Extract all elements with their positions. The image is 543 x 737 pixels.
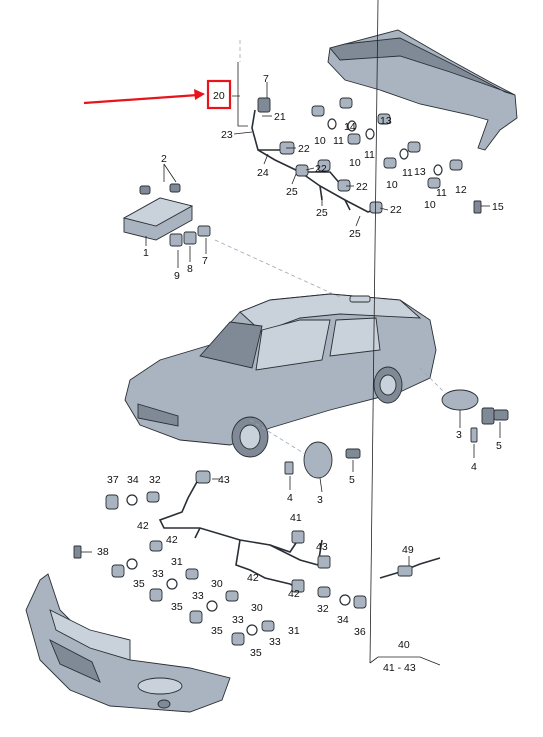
callout-25-2: 25: [316, 207, 328, 219]
callout-3-front: 3: [317, 494, 323, 506]
callout-22-3: 22: [356, 181, 368, 193]
callout-2: 2: [161, 153, 167, 165]
callout-33-3: 33: [232, 614, 244, 626]
callout-14: 14: [344, 121, 356, 133]
callout-24: 24: [257, 167, 269, 179]
callout-10-2: 10: [349, 157, 361, 169]
callout-33-2: 33: [192, 590, 204, 602]
callout-4-rear: 4: [471, 461, 477, 473]
callout-42-3: 42: [247, 572, 259, 584]
callout-labels: 20 7 21 23 22 24 22 25 22 25 22 25 10 11…: [97, 73, 504, 674]
callout-25-1: 25: [286, 186, 298, 198]
callout-35-4: 35: [250, 647, 262, 659]
callout-22-4: 22: [390, 204, 402, 216]
callout-12: 12: [455, 184, 467, 196]
callout-4-front: 4: [287, 492, 293, 504]
callout-35-3: 35: [211, 625, 223, 637]
callout-34-1: 34: [127, 474, 139, 486]
callout-30-1: 30: [211, 578, 223, 590]
callout-43-2: 43: [316, 541, 328, 553]
callout-42-2: 42: [166, 534, 178, 546]
callout-33-4: 33: [269, 636, 281, 648]
front-bumper: [25, 573, 231, 713]
front-sensors: [73, 491, 441, 646]
callout-11-3: 11: [402, 167, 413, 179]
callout-40-range: 41 - 43: [383, 662, 416, 674]
callout-31-2: 31: [288, 625, 300, 637]
callout-13-2: 13: [414, 166, 426, 178]
control-unit: [122, 183, 211, 247]
front-harness: [158, 470, 331, 593]
callout-36: 36: [354, 626, 366, 638]
callout-3-rear: 3: [456, 429, 462, 441]
callout-32-1: 32: [149, 474, 161, 486]
callout-49: 49: [402, 544, 414, 556]
rear-bumper: [327, 29, 518, 151]
callout-37: 37: [107, 474, 119, 486]
callout-32-2: 32: [317, 603, 329, 615]
callout-10-3: 10: [386, 179, 398, 191]
callout-13-1: 13: [380, 115, 392, 127]
callout-34-2: 34: [337, 614, 349, 626]
reference-lines: [214, 40, 449, 455]
callout-43-1: 43: [218, 474, 230, 486]
callout-25-3: 25: [349, 228, 361, 240]
callout-40: 40: [398, 639, 410, 651]
highlight-box: [206, 79, 232, 110]
callout-35-1: 35: [133, 578, 145, 590]
foam-pad-15: [473, 200, 482, 214]
callout-23: 23: [221, 129, 233, 141]
callout-35-2: 35: [171, 601, 183, 613]
callout-5-front: 5: [349, 474, 355, 486]
callout-22-1: 22: [298, 143, 310, 155]
callout-30-2: 30: [251, 602, 263, 614]
highlight-part-20: [83, 79, 232, 110]
callout-42-1: 42: [137, 520, 149, 532]
callout-11-1: 11: [333, 135, 344, 147]
callout-20: 20: [213, 90, 225, 102]
warning-buzzers: [284, 389, 509, 479]
car-illustration: [124, 293, 437, 458]
callout-10-1: 10: [314, 135, 326, 147]
callout-5-rear: 5: [496, 440, 502, 452]
leader-lines: [81, 0, 501, 666]
connector-7-rear: [257, 97, 271, 113]
callout-22-2: 22: [315, 163, 327, 175]
callout-1: 1: [143, 247, 149, 259]
callout-21: 21: [274, 111, 286, 123]
callout-11-4: 11: [436, 187, 447, 199]
callout-42-4: 42: [288, 588, 300, 600]
callout-41: 41: [290, 512, 302, 524]
callout-9: 9: [174, 270, 180, 282]
callout-11-2: 11: [364, 149, 375, 161]
callout-7-unit: 7: [202, 255, 208, 267]
callout-33-1: 33: [152, 568, 164, 580]
callout-15: 15: [492, 201, 504, 213]
callout-10-4: 10: [424, 199, 436, 211]
callout-7-rear: 7: [263, 73, 269, 85]
callout-38: 38: [97, 546, 109, 558]
rear-sensors: [311, 97, 482, 214]
callout-8: 8: [187, 263, 193, 275]
callout-31-1: 31: [171, 556, 183, 568]
